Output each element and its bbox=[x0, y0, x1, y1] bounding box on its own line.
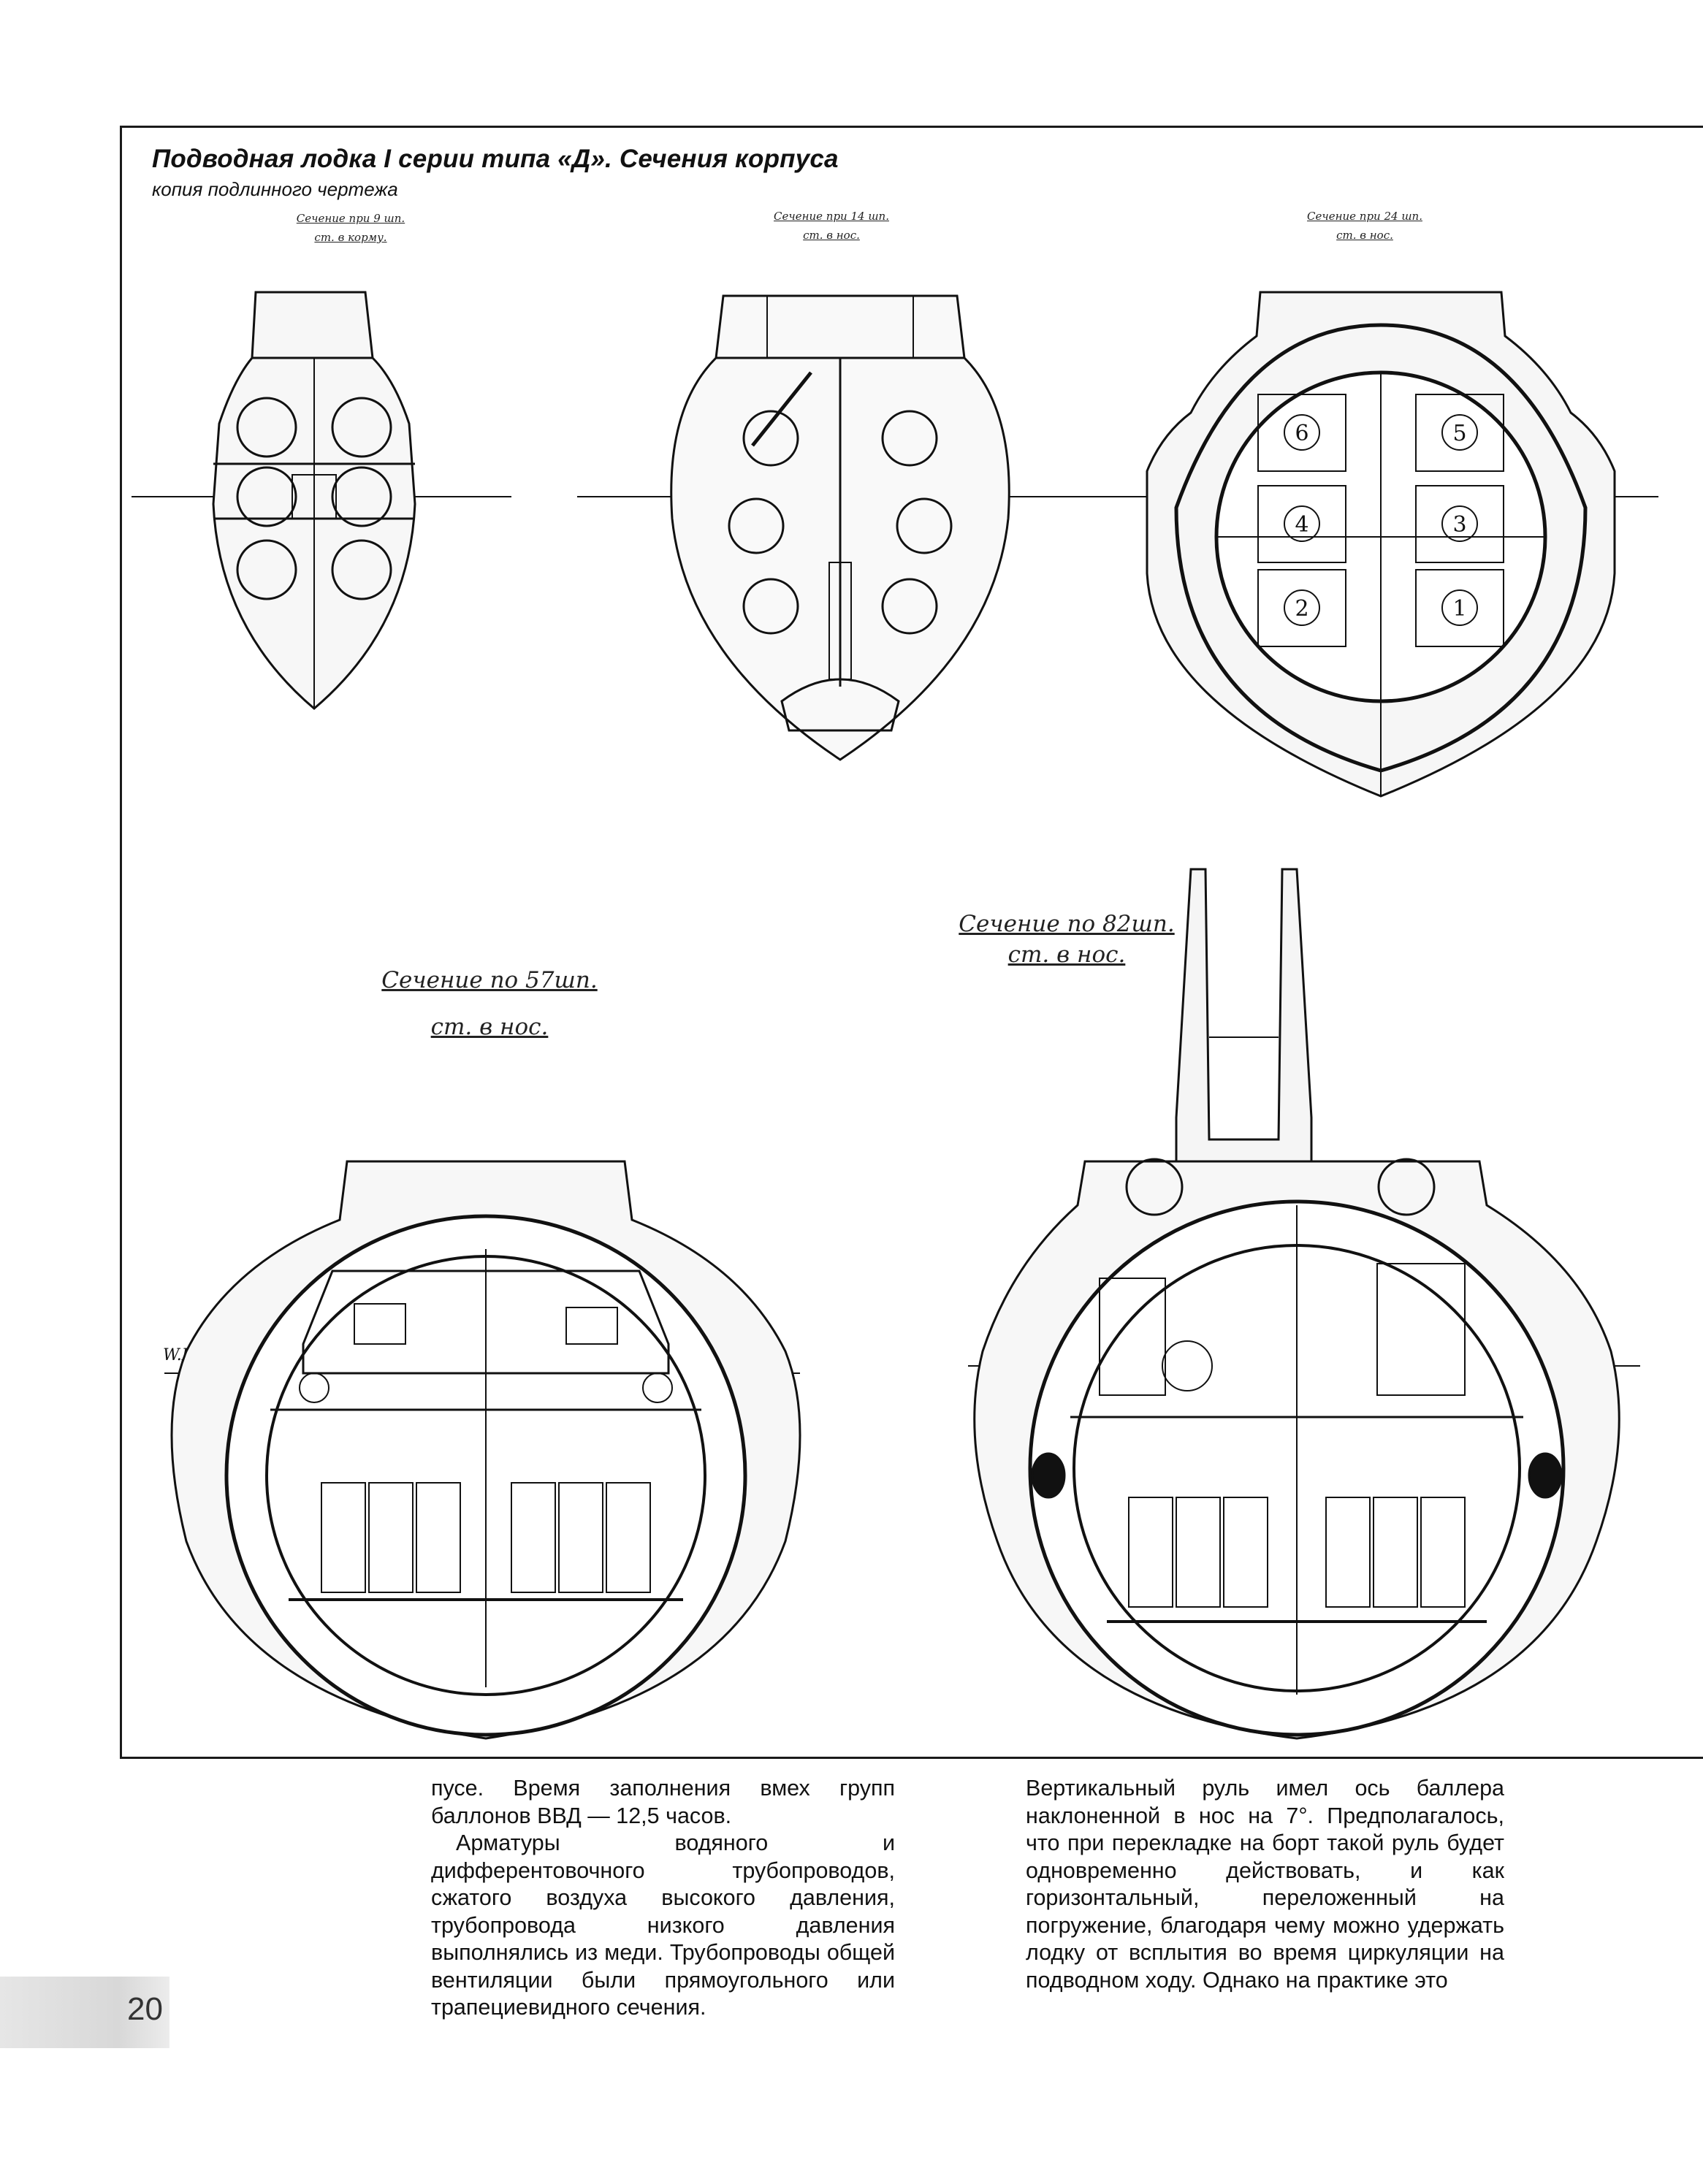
text-column-right: Вертикальный руль имел ось баллера накло… bbox=[1026, 1775, 1504, 1994]
section-caption-14: Сечение при 14 шп.ст. в нос. bbox=[774, 210, 889, 242]
paragraph-left-1: пусе. Время заполнения вмех групп баллон… bbox=[431, 1776, 895, 1828]
engine-number-5: 5 bbox=[1452, 421, 1466, 446]
paragraph-left-2: Арматуры водяного и дифферентовочного тр… bbox=[431, 1830, 895, 2020]
text-column-left: пусе. Время заполнения вмех групп баллон… bbox=[431, 1775, 895, 2022]
figure-subtitle: копия подлинного чертежа bbox=[152, 178, 398, 200]
section-caption-24: Сечение при 24 шп.ст. в нос. bbox=[1307, 210, 1422, 242]
figure-title: Подводная лодка I серии типа «Д». Сечени… bbox=[152, 145, 839, 173]
page-number-band bbox=[0, 1977, 169, 2048]
engine-number-1: 1 bbox=[1452, 596, 1466, 622]
engine-number-2: 2 bbox=[1295, 596, 1308, 622]
drawing-section-57: W.L. bbox=[142, 1132, 822, 1753]
figure-frame bbox=[120, 126, 1703, 1759]
drawing-section-14 bbox=[577, 278, 1103, 774]
drawing-section-24: 6 5 4 3 2 1 bbox=[1103, 267, 1658, 803]
engine-number-6: 6 bbox=[1295, 421, 1308, 446]
page-number: 20 bbox=[127, 1991, 163, 2027]
drawing-section-82 bbox=[968, 855, 1640, 1749]
section-caption-82: Сечение по 82шп.ст. в нос. bbox=[959, 911, 1175, 968]
drawing-section-9 bbox=[132, 278, 511, 730]
section-caption-9: Сечение при 9 шп.ст. в корму. bbox=[296, 212, 405, 244]
engine-number-3: 3 bbox=[1452, 512, 1466, 538]
paragraph-right-1: Вертикальный руль имел ось баллера накло… bbox=[1026, 1776, 1504, 1993]
engine-number-4: 4 bbox=[1295, 512, 1308, 538]
section-caption-57: Сечение по 57шп.ст. в нос. bbox=[381, 967, 598, 1040]
